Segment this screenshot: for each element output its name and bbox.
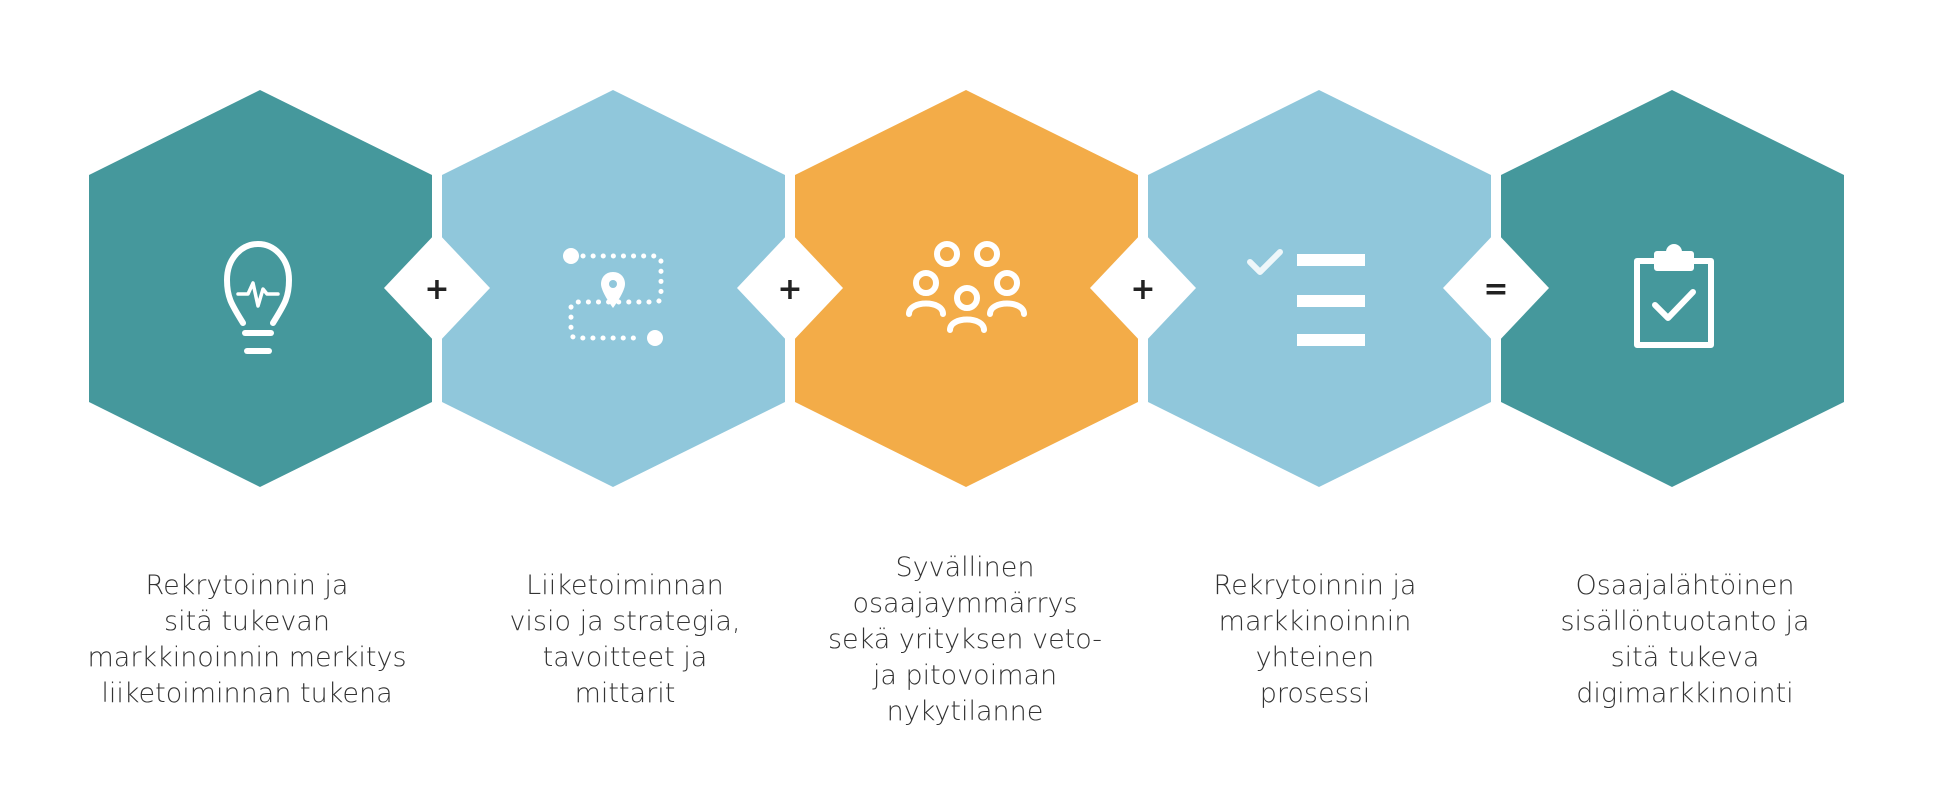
step-caption-5: Osaajalähtöinen sisällöntuotanto ja sitä… xyxy=(1560,570,1810,709)
lightbulb-icon xyxy=(224,241,292,354)
hexagon-process-diagram: + + + = xyxy=(89,90,1844,487)
hexagon-step-5 xyxy=(1501,90,1844,487)
operator-label: + xyxy=(424,272,449,307)
step-caption-2: Liiketoiminnan visio ja strategia, tavoi… xyxy=(509,570,741,709)
clipboard-check-icon xyxy=(1634,244,1714,348)
people-group-icon xyxy=(906,241,1027,333)
checklist-icon xyxy=(1247,249,1365,346)
step-caption-3: Syvällinen osaajaymmärrys sekä yrityksen… xyxy=(827,552,1103,727)
operator-diamond-3: + xyxy=(1090,232,1196,344)
hexagon-step-1 xyxy=(89,90,432,487)
hexagon-step-4 xyxy=(1148,90,1491,487)
operator-label: + xyxy=(777,272,802,307)
operator-label: = xyxy=(1483,272,1508,307)
operator-diamond-2: + xyxy=(737,232,843,344)
operator-diamond-1: + xyxy=(384,232,490,344)
route-map-pin-icon xyxy=(563,248,664,346)
step-caption-4: Rekrytoinnin ja markkinoinnin yhteinen p… xyxy=(1213,570,1417,709)
operator-label: + xyxy=(1130,272,1155,307)
operator-diamond-4: = xyxy=(1443,232,1549,344)
step-caption-1: Rekrytoinnin ja sitä tukevan markkinoinn… xyxy=(87,570,407,709)
